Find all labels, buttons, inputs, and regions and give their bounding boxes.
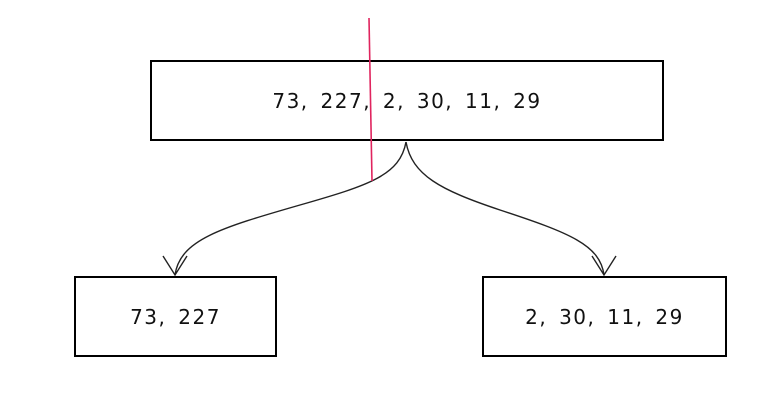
arrowhead-left-icon	[162, 255, 188, 277]
left-child-node: 73, 227	[74, 276, 277, 357]
left-child-label: 73, 227	[130, 304, 221, 329]
root-node-label: 73, 227, 2, 30, 11, 29	[272, 88, 542, 113]
root-node: 73, 227, 2, 30, 11, 29	[150, 60, 664, 141]
arrowhead-right-icon	[591, 255, 617, 277]
edge-to-right-child	[405, 141, 605, 276]
edge-to-left-child	[174, 141, 407, 276]
right-child-node: 2, 30, 11, 29	[482, 276, 727, 357]
right-child-label: 2, 30, 11, 29	[525, 304, 684, 329]
